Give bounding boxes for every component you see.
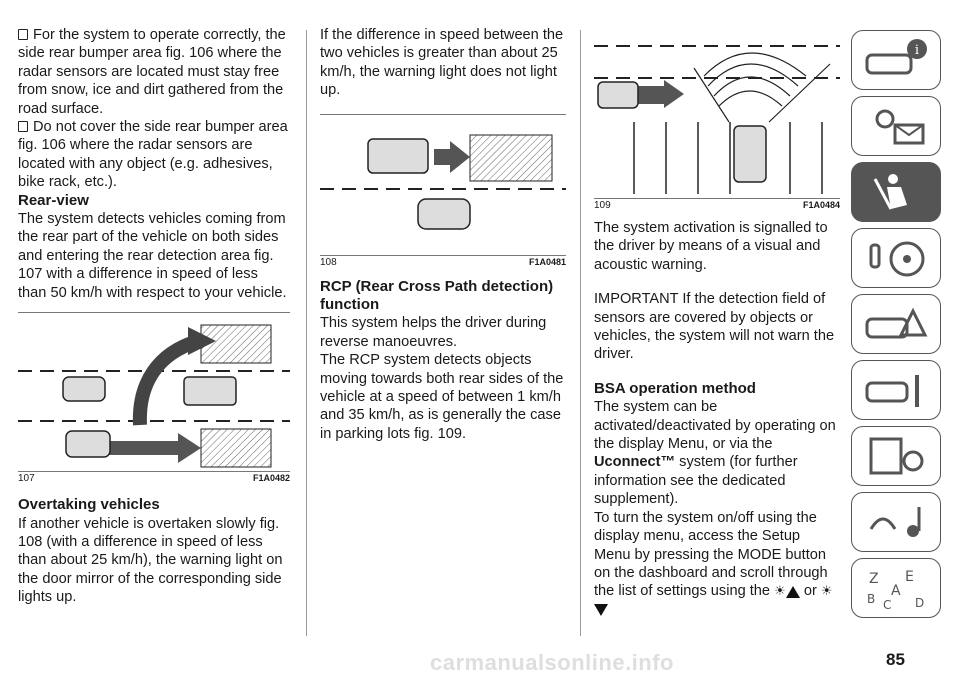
- headlight-icon: ☀: [774, 583, 786, 599]
- figure-109: 109 F1A0484: [594, 26, 840, 211]
- heading-overtaking: Overtaking vehicles: [18, 496, 160, 514]
- svg-text:i: i: [915, 43, 919, 58]
- paragraph-rear-view: The system detects vehicles coming from …: [18, 211, 287, 301]
- figure-107-image: [18, 313, 290, 472]
- tab-warning-lights[interactable]: [851, 96, 941, 156]
- note-2: Do not cover the side rear bumper area f…: [18, 119, 288, 191]
- note-icon: [18, 29, 28, 40]
- paragraph-rcp-1: This system helps the driver during reve…: [320, 315, 547, 350]
- emergency-icon: [865, 307, 928, 339]
- note-icon: [18, 121, 28, 133]
- arrow-down-icon: [594, 603, 608, 616]
- tab-index[interactable]: Z E A B C D: [851, 558, 941, 618]
- column-divider: [580, 30, 581, 636]
- heading-bsa: BSA operation method: [594, 379, 756, 397]
- paragraph-rcp-2: The RCP system detects objects moving to…: [320, 352, 564, 442]
- watermark: carmanualsonline.info: [430, 650, 674, 675]
- figure-107: 107 F1A0482: [18, 312, 290, 484]
- tab-emergency[interactable]: [851, 294, 941, 354]
- car-info-icon: i: [865, 39, 927, 75]
- tab-technical-data[interactable]: [851, 426, 941, 486]
- figure-107-caption: 107 F1A0482: [18, 471, 290, 485]
- tab-multimedia[interactable]: [851, 492, 941, 552]
- heading-rear-view: Rear-view: [18, 191, 89, 209]
- paragraph-speed-difference: If the difference in speed between the t…: [320, 27, 564, 99]
- tab-safety[interactable]: [851, 162, 941, 222]
- warning-lights-icon: [875, 109, 925, 145]
- column-1: For the system to operate correctly, the…: [18, 26, 290, 607]
- headlight-icon: ☀: [820, 583, 833, 599]
- paragraph-activation: The system activation is signalled to th…: [594, 220, 828, 273]
- column-3: 109 F1A0484 The system activation is sig…: [594, 26, 840, 619]
- safety-airbag-icon: [873, 174, 907, 210]
- index-icon: Z E A B C D: [867, 569, 924, 611]
- tab-car-info[interactable]: i: [851, 30, 941, 90]
- paragraph-important: IMPORTANT If the detection field of sens…: [594, 291, 835, 363]
- svg-text:B: B: [867, 592, 875, 606]
- svg-text:Z: Z: [869, 571, 879, 587]
- svg-text:C: C: [883, 598, 891, 611]
- heading-rcp: RCP (Rear Cross Path detection) function: [320, 277, 554, 314]
- tab-maintenance[interactable]: [851, 360, 941, 420]
- technical-data-icon: [869, 437, 924, 475]
- svg-text:D: D: [915, 596, 924, 610]
- figure-109-image: [594, 26, 840, 198]
- page-number: 85: [886, 650, 905, 669]
- figure-108: 108 F1A0481: [320, 113, 566, 268]
- column-divider: [306, 30, 307, 636]
- paragraph-bsa-1: The system can be activated/deactivated …: [594, 399, 836, 508]
- maintenance-icon: [865, 375, 919, 407]
- column-2: If the difference in speed between the t…: [320, 26, 566, 443]
- figure-108-image: [320, 114, 566, 255]
- starting-driving-icon: [869, 241, 925, 277]
- note-1: For the system to operate correctly, the…: [18, 27, 286, 117]
- svg-text:A: A: [891, 583, 901, 599]
- paragraph-bsa-2: To turn the system on/off using the disp…: [594, 509, 840, 620]
- paragraph-overtaking: If another vehicle is overtaken slowly f…: [18, 515, 283, 606]
- svg-text:E: E: [905, 569, 914, 585]
- chapter-sidebar: i: [851, 30, 941, 624]
- figure-109-caption: 109 F1A0484: [594, 198, 840, 211]
- figure-108-caption: 108 F1A0481: [320, 254, 566, 268]
- multimedia-icon: [869, 507, 921, 537]
- tab-starting-driving[interactable]: [851, 228, 941, 288]
- arrow-up-icon: [785, 585, 800, 598]
